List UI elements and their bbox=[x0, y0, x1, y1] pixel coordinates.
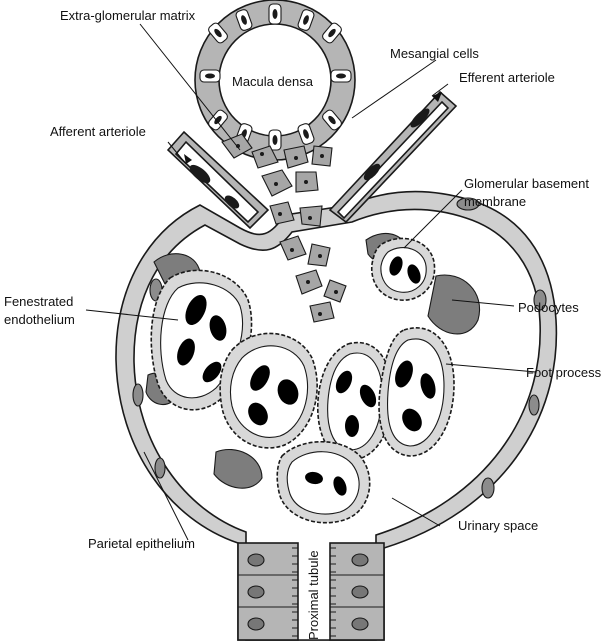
capillary-bottom-center bbox=[277, 442, 369, 523]
label-fenestrated-endothelium-line2: endothelium bbox=[4, 312, 75, 327]
capillary-bottom-left bbox=[220, 333, 317, 447]
label-macula-densa: Macula densa bbox=[232, 74, 314, 89]
capillary-upper-right bbox=[372, 238, 435, 300]
label-extra-glomerular-matrix: Extra-glomerular matrix bbox=[60, 8, 196, 23]
label-fenestrated-endothelium-line1: Fenestrated bbox=[4, 294, 73, 309]
label-mesangial-cells: Mesangial cells bbox=[390, 46, 479, 61]
label-glomerular-basement-membrane-line1: Glomerular basement bbox=[464, 176, 589, 191]
label-glomerular-basement-membrane-line2: membrane bbox=[464, 194, 526, 209]
label-urinary-space: Urinary space bbox=[458, 518, 538, 533]
label-podocytes: Podocytes bbox=[518, 300, 579, 315]
label-afferent-arteriole: Afferent arteriole bbox=[50, 124, 146, 139]
label-parietal-epithelium: Parietal epithelium bbox=[88, 536, 195, 551]
label-foot-process: Foot process bbox=[526, 365, 602, 380]
label-efferent-arteriole: Efferent arteriole bbox=[459, 70, 555, 85]
label-proximal-tubule: Proximal tubule bbox=[306, 550, 321, 640]
